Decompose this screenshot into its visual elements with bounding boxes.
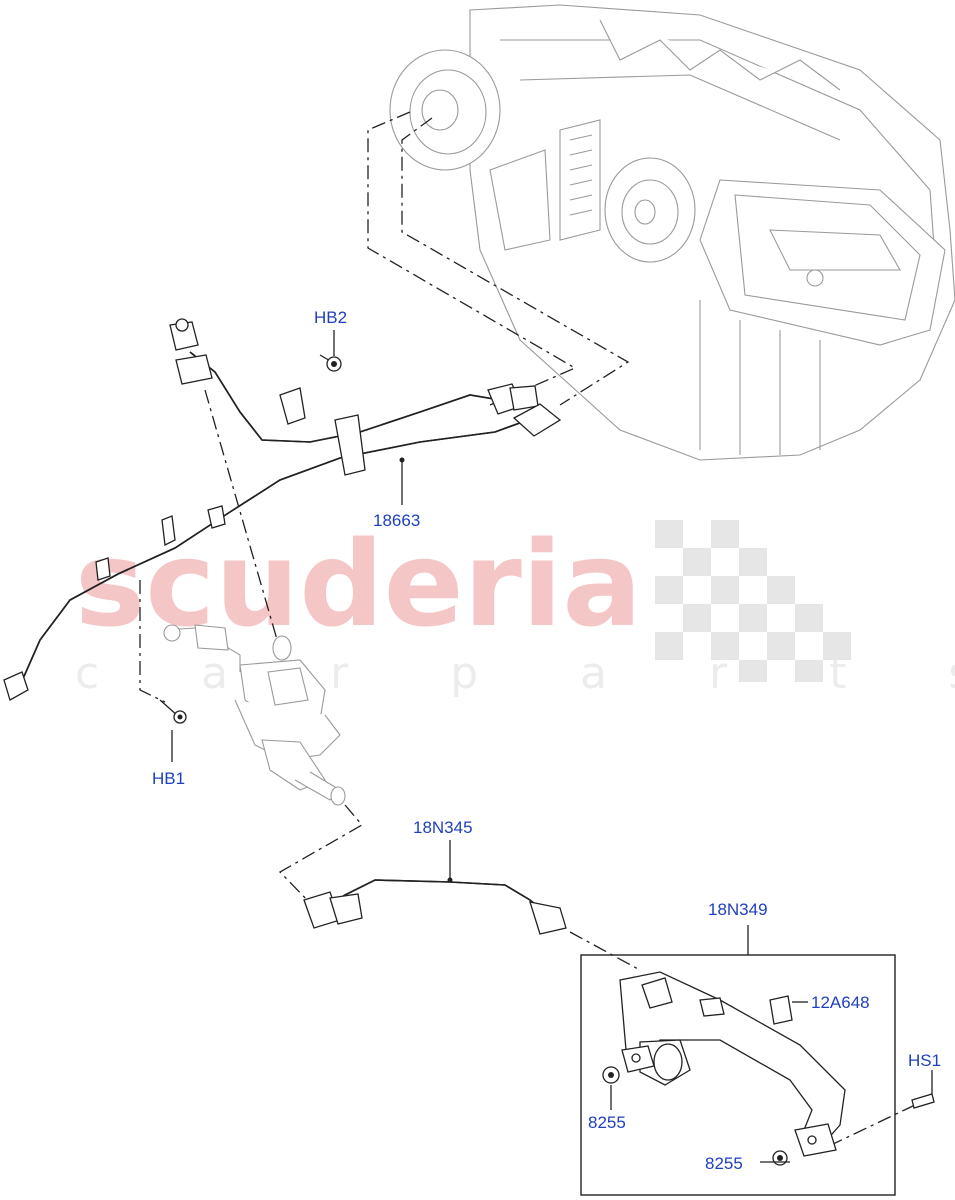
callout-labels: HB2 18663 HB1 18N345 18N349 12A648 HS1 8…: [152, 308, 941, 1173]
callout-hb2: HB2: [314, 308, 347, 327]
callout-8255-lower: 8255: [705, 1154, 743, 1173]
callout-8255-upper: 8255: [588, 1113, 626, 1132]
assembly-dash-lines: [139, 111, 916, 1156]
callout-hs1: HS1: [908, 1051, 941, 1070]
watermark-checker: [655, 520, 851, 682]
watermark-brand: scuderia: [75, 515, 642, 653]
hose-18n345: [303, 879, 567, 935]
fastener-hb1: [159, 699, 187, 724]
pump-assembly-illustration: [163, 624, 346, 806]
hvac-unit-illustration: [389, 4, 955, 461]
hose-18663: [3, 318, 562, 701]
inset-18n349: [580, 925, 935, 1196]
watermark: scuderia c a r p a r t s: [75, 515, 955, 699]
callout-18n345: 18N345: [413, 818, 473, 837]
leader-lines: [171, 330, 933, 1163]
callout-18n349: 18N349: [708, 900, 768, 919]
callout-hb1: HB1: [152, 769, 185, 788]
callout-18663: 18663: [373, 511, 420, 530]
callout-12a648: 12A648: [811, 993, 870, 1012]
fastener-hb2: [319, 354, 342, 372]
